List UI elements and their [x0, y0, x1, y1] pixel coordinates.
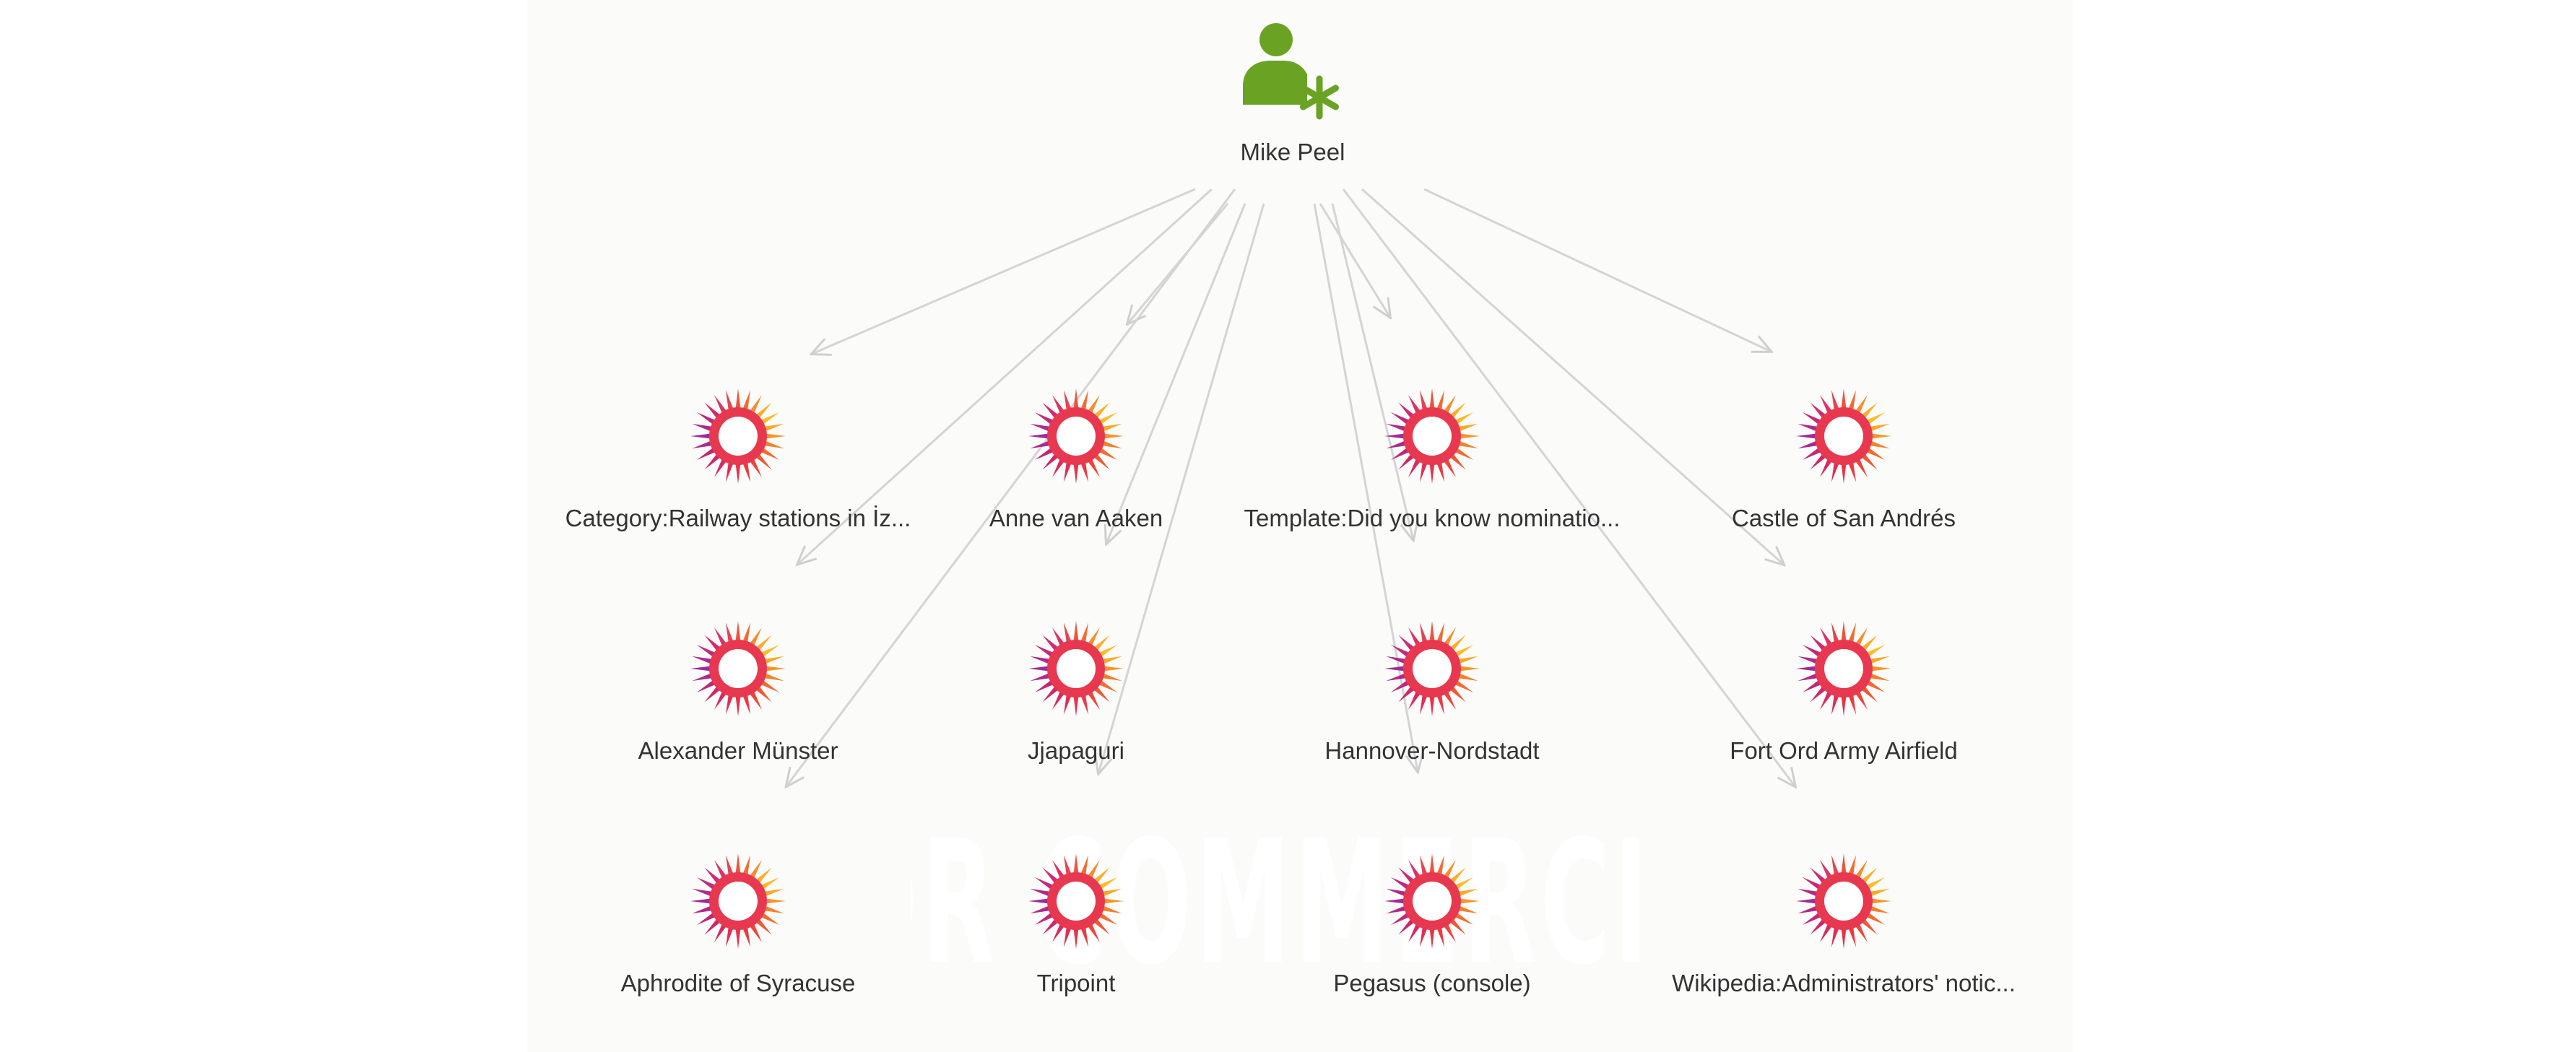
node-castle-of-san-andres[interactable]: Castle of San Andrés — [1627, 386, 2060, 533]
wikipedia-sunflower-icon — [1382, 386, 1483, 487]
node-label: Pegasus (console) — [1333, 970, 1531, 996]
node-label: Category:Railway stations in İz... — [565, 505, 911, 531]
wikipedia-sunflower-icon — [1025, 618, 1127, 719]
user-new-icon — [1243, 23, 1339, 120]
node-label: Tripoint — [1036, 970, 1116, 996]
wikipedia-sunflower-icon — [1793, 851, 1894, 952]
node-label: Alexander Münster — [638, 737, 838, 764]
wikipedia-sunflower-icon — [1382, 851, 1483, 952]
node-label: Castle of San Andrés — [1731, 505, 1956, 531]
graph-panel — [527, 0, 2073, 1052]
node-label: Wikipedia:Administrators' notic... — [1672, 970, 2016, 996]
wikipedia-sunflower-icon — [1793, 618, 1894, 719]
node-pegasus-console[interactable]: Pegasus (console) — [1215, 851, 1649, 998]
node-label: Template:Did you know nominatio... — [1244, 505, 1621, 531]
node-tripoint[interactable]: Tripoint — [859, 851, 1293, 998]
node-label: Hannover-Nordstadt — [1324, 737, 1540, 764]
node-fort-ord-army-airfield[interactable]: Fort Ord Army Airfield — [1627, 618, 2060, 765]
wikipedia-sunflower-icon — [1025, 386, 1127, 487]
node-label: Fort Ord Army Airfield — [1730, 737, 1958, 764]
wikipedia-sunflower-icon — [688, 618, 789, 719]
wikipedia-sunflower-icon — [1793, 386, 1894, 487]
wikipedia-sunflower-icon — [688, 386, 789, 487]
node-category-railway-stations[interactable]: Category:Railway stations in İz... — [521, 386, 955, 533]
wikipedia-sunflower-icon — [1382, 618, 1483, 719]
wikipedia-sunflower-icon — [1025, 851, 1127, 952]
node-template-did-you-know[interactable]: Template:Did you know nominatio... — [1215, 386, 1649, 533]
node-label: Anne van Aaken — [989, 505, 1163, 531]
node-aphrodite-of-syracuse[interactable]: Aphrodite of Syracuse — [521, 851, 955, 998]
node-jjapaguri[interactable]: Jjapaguri — [859, 618, 1293, 765]
root-label: Mike Peel — [1240, 139, 1345, 165]
node-alexander-munster[interactable]: Alexander Münster — [521, 618, 955, 765]
node-label: Aphrodite of Syracuse — [620, 970, 856, 996]
node-label: Jjapaguri — [1028, 737, 1124, 764]
node-anne-van-aaken[interactable]: Anne van Aaken — [859, 386, 1293, 533]
node-hannover-nordstadt[interactable]: Hannover-Nordstadt — [1215, 618, 1649, 765]
wikipedia-sunflower-icon — [688, 851, 789, 952]
node-root[interactable]: Mike Peel — [1076, 19, 1509, 167]
node-wikipedia-administrators-noticeboard[interactable]: Wikipedia:Administrators' notic... — [1627, 851, 2060, 998]
